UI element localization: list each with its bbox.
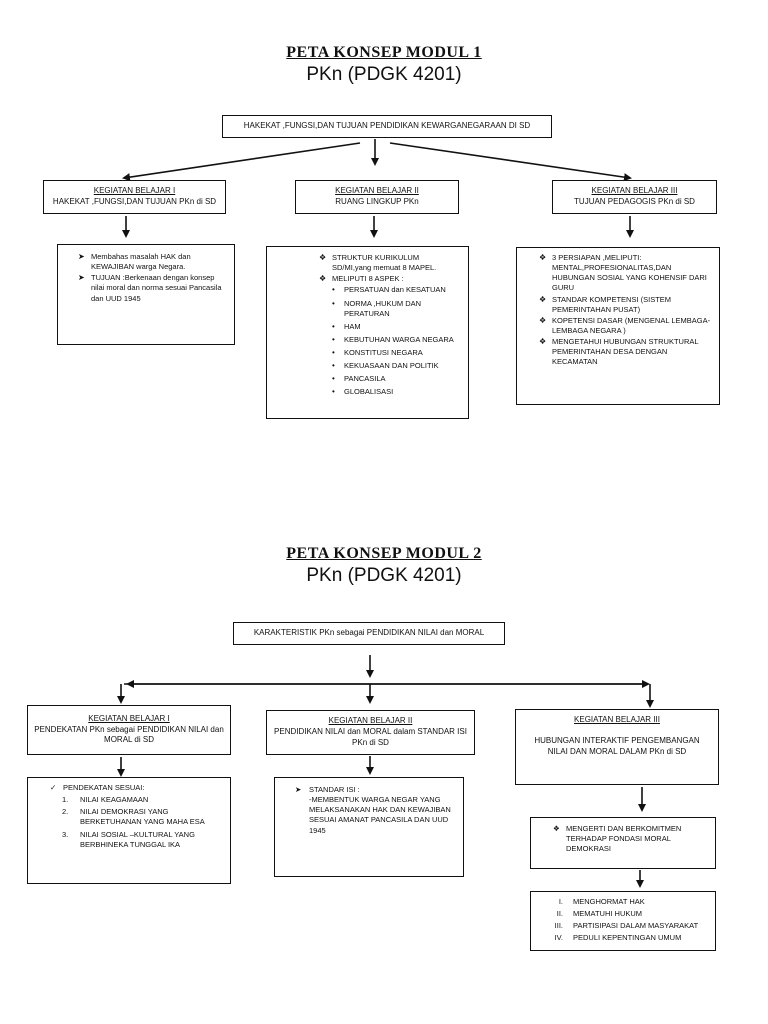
diamond-bullet-icon: ❖ (539, 294, 547, 304)
modul2-kb2-header: KEGIATAN BELAJAR II (328, 716, 413, 726)
modul2-kb1-box: KEGIATAN BELAJAR I PENDEKATAN PKn sebaga… (27, 705, 231, 755)
modul1-title: PETA KONSEP MODUL 1 (286, 44, 482, 61)
arrow-m1-root-kb1 (122, 142, 361, 182)
modul1-kb1-box: KEGIATAN BELAJAR I HAKEKAT ,FUNGSI,DAN T… (43, 180, 226, 214)
arrowhead-bullet-icon: ➤ (295, 785, 302, 794)
modul1-kb2-body: RUANG LINGKUP PKn (335, 197, 419, 206)
modul2-subtitle: PKn (PDGK 4201) (306, 565, 462, 586)
diamond-bullet-icon: ❖ (319, 274, 327, 284)
diamond-bullet-icon: ❖ (319, 253, 327, 262)
modul1-subtitle: PKn (PDGK 4201) (306, 64, 462, 85)
list-item: ❖STANDAR KOMPETENSI (SISTEM PEMERINTAHAN… (539, 294, 672, 314)
modul2-kb2-body: PENDIDIKAN NILAI dan MORAL dalam STANDAR… (274, 727, 467, 747)
list-item: ❖ MENGERTI DAN BERKOMITMEN TERHADAP FOND… (553, 824, 682, 854)
list-item: ❖MELIPUTI 8 ASPEK : •PERSATUAN dan KESAT… (319, 274, 458, 397)
list-item: ❖3 PERSIAPAN ,MELIPUTI: MENTAL,PROFESION… (539, 253, 707, 293)
modul2-kb1-body: PENDEKATAN PKn sebagai PENDIDIKAN NILAI … (34, 724, 224, 745)
aspect-item: •KEKUASAAN DAN POLITIK (332, 361, 439, 371)
aspect-item: •NORMA ,HUKUM DAN PERATURAN (332, 298, 422, 318)
diamond-bullet-icon: ❖ (539, 337, 547, 346)
numbered-item: IV.PEDULI KEPENTINGAN UMUM (554, 933, 682, 943)
modul2-kb2-box: KEGIATAN BELAJAR II PENDIDIKAN NILAI dan… (266, 710, 475, 755)
list-item: ➤TUJUAN :Berkenaan dengan konsep nilai m… (78, 273, 222, 303)
modul1-detail3-box: ❖3 PERSIAPAN ,MELIPUTI: MENTAL,PROFESION… (516, 247, 720, 405)
modul2-detail4-box: I.MENGHORMAT HAK II.MEMATUHI HUKUM III.P… (530, 891, 716, 951)
modul1-kb2-box: KEGIATAN BELAJAR II RUANG LINGKUP PKn (295, 180, 459, 214)
numbered-item: 2.NILAI DEMOKRASI YANG BERKETUHANAN YANG… (62, 807, 205, 827)
diamond-bullet-icon: ❖ (539, 253, 547, 262)
standar-isi-text: -MEMBENTUK WARGA NEGAR YANG MELAKSANAKAN… (309, 795, 451, 835)
modul2-kb3-box: KEGIATAN BELAJAR III HUBUNGAN INTERAKTIF… (515, 709, 719, 785)
modul1-kb3-body: TUJUAN PEDAGOGIS PKn di SD (574, 197, 695, 206)
modul2-kb1-header: KEGIATAN BELAJAR I (88, 713, 170, 723)
arrow-m1-root-kb3 (389, 142, 632, 182)
aspect-item: •PANCASILA (332, 374, 386, 384)
modul2-kb3-body: HUBUNGAN INTERAKTIF PENGEMBANGAN NILAI D… (534, 735, 700, 756)
aspect-item: •KONSTITUSI NEGARA (332, 348, 423, 357)
modul1-kb3-header: KEGIATAN BELAJAR III (591, 186, 678, 196)
modul2-kb3-header: KEGIATAN BELAJAR III (574, 715, 660, 724)
list-item: ➤ STANDAR ISI : -MEMBENTUK WARGA NEGAR Y… (295, 785, 453, 836)
modul1-root-label: HAKEKAT ,FUNGSI,DAN TUJUAN PENDIDIKAN KE… (243, 121, 531, 131)
arrowhead-bullet-icon: ➤ (78, 273, 85, 283)
arrowhead-bullet-icon: ➤ (78, 252, 85, 261)
numbered-item: II.MEMATUHI HUKUM (556, 909, 643, 919)
diamond-bullet-icon: ❖ (553, 824, 560, 833)
modul2-root-box: KARAKTERISTIK PKn sebagai PENDIDIKAN NIL… (233, 622, 505, 645)
modul2-detail1-box: ✓ PENDEKATAN SESUAI: 1.NILAI KEAGAMAAN 2… (27, 777, 231, 884)
modul1-kb2-header: KEGIATAN BELAJAR II (335, 186, 419, 196)
numbered-item: III.PARTISIPASI DALAM MASYARAKAT (554, 921, 699, 931)
list-item: ➤Membahas masalah HAK dan KEWAJIBAN warg… (78, 252, 191, 272)
modul2-detail2-box: ➤ STANDAR ISI : -MEMBENTUK WARGA NEGAR Y… (274, 777, 464, 877)
numbered-item: 3.NILAI SOSIAL –KULTURAL YANG BERBHINEKA… (62, 829, 195, 849)
list-item: ❖STRUKTUR KURIKULUM SD/MI,yang memuat 8 … (319, 253, 437, 273)
modul1-detail2-box: ❖STRUKTUR KURIKULUM SD/MI,yang memuat 8 … (266, 246, 469, 419)
modul2-detail3-box: ❖ MENGERTI DAN BERKOMITMEN TERHADAP FOND… (530, 817, 716, 869)
modul1-kb3-box: KEGIATAN BELAJAR III TUJUAN PEDAGOGIS PK… (552, 180, 717, 214)
aspect-item: •GLOBALISASI (332, 387, 394, 397)
numbered-item: I.MENGHORMAT HAK (558, 897, 645, 906)
modul1-detail1-box: ➤Membahas masalah HAK dan KEWAJIBAN warg… (57, 244, 235, 345)
list-item: ❖MENGETAHUI HUBUNGAN STRUKTURAL PEMERINT… (539, 337, 699, 367)
modul1-kb1-body: HAKEKAT ,FUNGSI,DAN TUJUAN PKn di SD (52, 197, 217, 206)
aspect-item: •HAM (332, 321, 361, 331)
list-item: ❖KOPETENSI DASAR (MENGENAL LEMBAGA-LEMBA… (539, 315, 711, 335)
modul1-kb1-header: KEGIATAN BELAJAR I (93, 186, 176, 196)
modul2-root-label: KARAKTERISTIK PKn sebagai PENDIDIKAN NIL… (253, 628, 485, 638)
diamond-bullet-icon: ❖ (539, 315, 547, 325)
list-item: ✓ PENDEKATAN SESUAI: (50, 783, 145, 792)
modul1-root-box: HAKEKAT ,FUNGSI,DAN TUJUAN PENDIDIKAN KE… (222, 115, 552, 138)
modul2-title: PETA KONSEP MODUL 2 (286, 545, 482, 562)
aspect-item: •KEBUTUHAN WARGA NEGARA (332, 334, 454, 344)
numbered-item: 1.NILAI KEAGAMAAN (62, 795, 149, 805)
aspect-item: •PERSATUAN dan KESATUAN (332, 285, 446, 295)
checkmark-bullet-icon: ✓ (50, 783, 57, 792)
